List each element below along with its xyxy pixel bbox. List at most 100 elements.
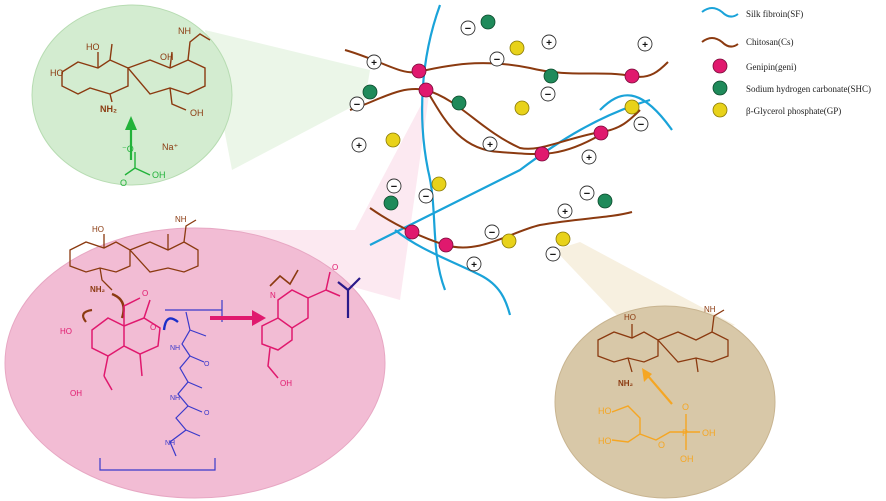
peptide-nh-label-1: NH [170,345,180,352]
genipin-nodes [404,63,640,253]
shc-particle [383,195,399,211]
green-nh-label: NH [178,26,191,36]
gp-o-double-label: O [682,402,689,412]
silk-peptide-chain [99,300,223,471]
svg-text:+: + [562,207,568,218]
genipin-node [593,125,609,141]
legend-item-chitosan: Chitosan(Cs) [701,37,794,48]
tan-nh2-label: NH₂ [618,379,634,388]
legend-item-silk-fibroin: Silk fibroin(SF) [701,7,803,19]
chitosan-chain-3 [424,87,601,156]
bicarbonate-o: O [120,178,127,188]
tan-oh-label: HO [624,313,636,322]
svg-text:−: − [584,188,590,200]
svg-text:Sodium hydrogen carbonate(SHC): Sodium hydrogen carbonate(SHC) [746,84,871,94]
chitosan-chain-4 [369,207,633,249]
svg-text:+: + [356,141,362,152]
svg-text:Chitosan(Cs): Chitosan(Cs) [746,37,794,47]
shc-particle [480,14,496,30]
reaction-arrow [210,310,266,326]
legend-item-gp: β-Glycerol phosphate(GP) [712,102,841,118]
gp-particle [385,132,401,148]
tan-arrow-head [642,368,652,382]
peptide-nh-label-2: NH [170,395,180,402]
arrow-pushing-blue [162,317,179,331]
bicarbonate-anion: ⁻O [122,144,134,154]
gp-particle [501,233,517,249]
genipin-structure [91,297,161,391]
svg-text:+: + [487,140,493,151]
green-oh-label-1: HO [86,42,100,52]
plus-charge: + [366,54,382,70]
svg-text:+: + [586,153,592,164]
bicarbonate-oh: OH [152,170,166,180]
shc-particles [362,14,613,211]
pink-zoom-bubble [4,227,386,499]
minus-charge: − [545,246,561,262]
green-arrow-head [125,116,137,130]
silk-fibroin-strands [369,4,673,316]
minus-charge: − [484,224,500,240]
svg-text:Genipin(geni): Genipin(geni) [746,62,796,72]
legend: Silk fibroin(SF) Chitosan(Cs) Genipin(ge… [701,7,871,118]
genipin-node [411,63,427,79]
minus-charge: − [489,51,505,67]
plus-charges: + + + + + + + + [351,34,653,272]
shc-particle [597,193,613,209]
plus-charge: + [466,256,482,272]
silk-strand-3 [599,94,673,131]
green-connector [205,30,370,170]
arrow-pushing-brown [82,308,93,323]
green-bicarbonate: ⁻O Na⁺ OH O [120,116,179,188]
genipin-node [404,224,420,240]
gp-particle [555,231,571,247]
tan-zoom-bubble [554,305,776,499]
minus-charge: − [418,188,434,204]
peptide-nh-label-3: NH [165,440,175,447]
gp-particle [509,40,525,56]
minus-charge: − [633,116,649,132]
silk-strand-2 [369,98,651,246]
sodium-ion: Na⁺ [162,142,179,152]
product-chitosan-link [269,269,299,287]
gp-oh-label-1: OH [702,428,716,438]
plus-charge: + [541,34,557,50]
svg-text:−: − [423,191,429,203]
svg-text:−: − [465,23,471,35]
svg-text:+: + [471,260,477,271]
shc-particle [543,68,559,84]
minus-charge: − [349,96,365,112]
gp-ho-label-1: HO [598,406,612,416]
genipin-node [624,68,640,84]
plus-charge: + [351,137,367,153]
svg-text:−: − [489,227,495,239]
plus-charge: + [637,36,653,52]
svg-text:Silk fibroin(SF): Silk fibroin(SF) [746,9,803,19]
genipin-node [438,237,454,253]
chitosan-chain-1 [344,49,669,78]
gp-ho-label-2: HO [598,436,612,446]
shc-particle [362,84,378,100]
genipin-oh-label: OH [70,389,82,398]
green-oh-label-4: OH [190,108,204,118]
peptide-o-label-2: O [204,410,210,417]
gp-p-label: P [682,428,688,438]
legend-item-shc: Sodium hydrogen carbonate(SHC) [712,80,871,96]
green-oh-label-2: HO [50,68,64,78]
genipin-node [534,146,550,162]
svg-text:+: + [546,38,552,49]
plus-charge: + [482,136,498,152]
green-chitosan-structure [61,33,211,111]
silk-strand-4 [394,229,512,316]
chitosan-chain-2 [349,88,641,150]
green-oh-label-3: OH [160,52,174,62]
plus-charge: + [581,149,597,165]
product-n-label: N [270,291,276,300]
product-oh-label: OH [280,379,292,388]
pink-oh-label-1: HO [92,225,104,234]
genipin-ho-label: HO [60,327,72,336]
minus-charge: − [540,86,556,102]
svg-text:−: − [638,119,644,131]
glycerol-phosphate [611,368,700,450]
minus-charges: − − − − − − − − − − [349,20,649,262]
